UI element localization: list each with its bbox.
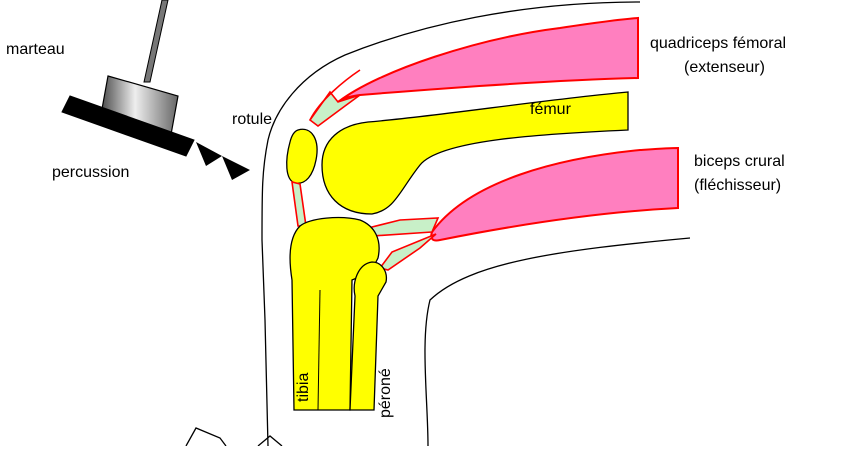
biceps-muscle [430,146,679,242]
label-tibia: tibia [295,373,312,402]
patellar-ligament [291,180,307,227]
label-rotule: rotule [232,111,272,128]
label-perone: péroné [377,368,394,418]
calf-skin-outline [424,237,691,447]
foot-outline [185,427,227,447]
label-percussion: percussion [52,164,129,181]
tibia-bone [289,216,380,411]
tibia-inner-line [317,289,321,411]
arrow-icon-2 [222,156,250,180]
label-femur: fémur [530,101,572,118]
quadriceps-muscle [337,16,639,103]
femur-bone [321,91,629,215]
label-marteau: marteau [6,41,65,58]
fibula-bone [349,261,388,411]
biceps-tendon-lower [378,233,437,271]
tendon-line [309,69,361,121]
hammer-rubber [61,95,195,157]
arrow-icon [196,142,222,166]
label-biceps-1: biceps crural [694,153,785,170]
hammer-handle [143,0,169,83]
label-quadriceps-1: quadriceps fémoral [650,35,786,52]
label-biceps-2: (fléchisseur) [694,177,781,194]
foot-outline-2 [257,435,283,447]
patella-bone [286,128,318,184]
leg-skin-outline [261,1,641,447]
biceps-tendon-upper [366,217,440,237]
label-quadriceps-2: (extenseur) [684,59,765,76]
